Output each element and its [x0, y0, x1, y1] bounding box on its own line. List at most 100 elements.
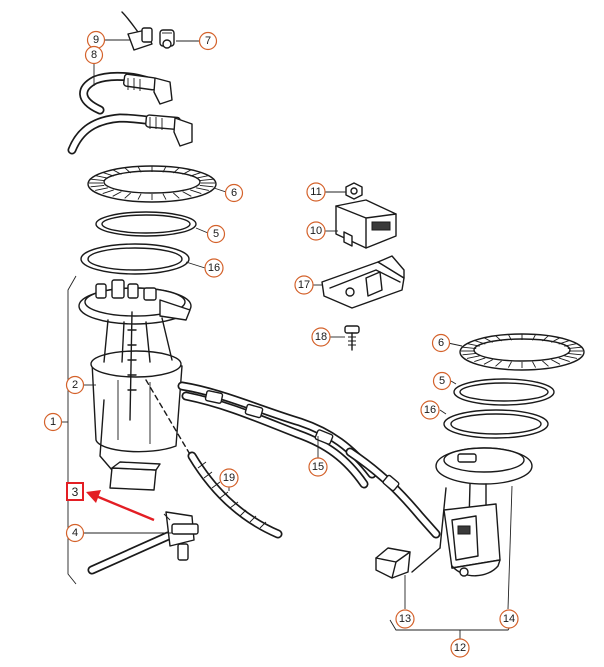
part-4-valve	[87, 511, 199, 575]
part-9-connector	[121, 11, 153, 51]
highlight-arrow	[86, 490, 155, 522]
svg-text:13: 13	[399, 613, 411, 625]
ring-tooth	[102, 171, 114, 177]
callout-5-left: 5	[206, 224, 226, 244]
ring-tooth	[558, 339, 570, 345]
svg-text:18: 18	[315, 331, 327, 343]
pump-guide-rod	[127, 311, 137, 421]
callout-6-left: 6	[224, 183, 244, 203]
ring-tooth	[495, 360, 502, 367]
svg-text:6: 6	[438, 337, 444, 349]
ring-tooth	[508, 334, 512, 341]
svg-text:5: 5	[213, 228, 219, 240]
svg-text:8: 8	[91, 49, 97, 61]
ring-tooth	[190, 171, 202, 177]
part-5-seal-right	[453, 378, 555, 406]
callout-11: 11	[306, 182, 326, 202]
ring-tooth	[199, 178, 214, 182]
svg-text:10: 10	[310, 225, 322, 237]
ring-tooth	[474, 357, 486, 363]
svg-text:1: 1	[50, 416, 56, 428]
svg-text:15: 15	[312, 461, 324, 473]
ring-tooth	[102, 189, 114, 195]
svg-text:4: 4	[72, 527, 78, 539]
svg-text:16: 16	[424, 404, 436, 416]
part-7-connector	[159, 29, 175, 49]
ring-tooth	[112, 191, 122, 197]
ring-tooth	[483, 359, 493, 365]
part-8-hose-lower	[67, 113, 193, 155]
callout-18: 18	[311, 327, 331, 347]
ring-tooth	[532, 334, 536, 341]
part-18-bolt	[344, 325, 360, 351]
callout-5-right: 5	[432, 371, 452, 391]
callout-9: 9	[86, 30, 106, 50]
ring-tooth	[172, 167, 180, 174]
part-6-locking-ring-right	[459, 333, 585, 371]
ring-tooth	[112, 169, 122, 175]
ring-tooth	[542, 360, 549, 367]
callout-14: 14	[499, 609, 519, 629]
ring-tooth	[462, 352, 477, 356]
ring-tooth	[508, 361, 512, 368]
ring-tooth	[182, 169, 192, 175]
ring-tooth	[90, 178, 105, 182]
ring-tooth	[190, 189, 202, 195]
ring-tooth	[137, 193, 142, 200]
callout-7: 7	[198, 31, 218, 51]
ring-tooth	[196, 175, 209, 179]
ring-tooth	[495, 335, 502, 342]
svg-text:16: 16	[208, 262, 220, 274]
callout-12: 12	[450, 638, 470, 658]
svg-text:9: 9	[93, 34, 99, 46]
part-15-fuel-lines	[177, 381, 441, 539]
svg-text:19: 19	[223, 472, 235, 484]
callout-13: 13	[395, 609, 415, 629]
ring-tooth	[196, 187, 209, 191]
ring-tooth	[90, 184, 105, 188]
ring-tooth	[564, 343, 578, 347]
ring-tooth	[474, 339, 486, 345]
ring-tooth	[551, 337, 561, 343]
ring-tooth	[95, 175, 108, 179]
part-17-bracket	[321, 255, 405, 309]
part-13-float	[375, 547, 441, 579]
ring-tooth	[172, 192, 180, 199]
ring-tooth	[542, 335, 549, 342]
ring-tooth	[95, 187, 108, 191]
ring-tooth	[462, 346, 477, 350]
ring-tooth	[532, 361, 536, 368]
part-10-control-unit	[335, 199, 397, 249]
callout-17: 17	[294, 275, 314, 295]
svg-text:17: 17	[298, 279, 310, 291]
leader-lines	[84, 39, 513, 610]
part-3-fuel-level-sender	[99, 399, 161, 491]
svg-text:14: 14	[503, 613, 515, 625]
part-6-locking-ring	[87, 165, 217, 203]
ring-tooth	[466, 343, 480, 347]
ring-tooth	[567, 346, 582, 350]
part-8-hose-upper	[79, 71, 173, 115]
ring-tooth	[199, 184, 214, 188]
callout-10: 10	[306, 221, 326, 241]
callout-2: 2	[65, 375, 85, 395]
callout-8: 8	[84, 45, 104, 65]
ring-tooth	[137, 166, 142, 173]
ring-tooth	[551, 359, 561, 365]
part-19-corrugated-tube	[145, 379, 283, 539]
svg-text:11: 11	[310, 186, 321, 198]
ring-tooth	[564, 355, 578, 359]
ring-tooth	[124, 192, 132, 199]
callout-19: 19	[219, 468, 239, 488]
ring-tooth	[182, 191, 192, 197]
svg-text:6: 6	[231, 187, 237, 199]
callout-15: 15	[308, 457, 328, 477]
svg-text:2: 2	[72, 379, 78, 391]
ring-tooth	[466, 355, 480, 359]
pump-flange	[78, 279, 192, 363]
part-5-seal	[95, 211, 197, 237]
ring-tooth	[567, 352, 582, 356]
svg-text:5: 5	[439, 375, 445, 387]
svg-text:7: 7	[205, 35, 211, 47]
